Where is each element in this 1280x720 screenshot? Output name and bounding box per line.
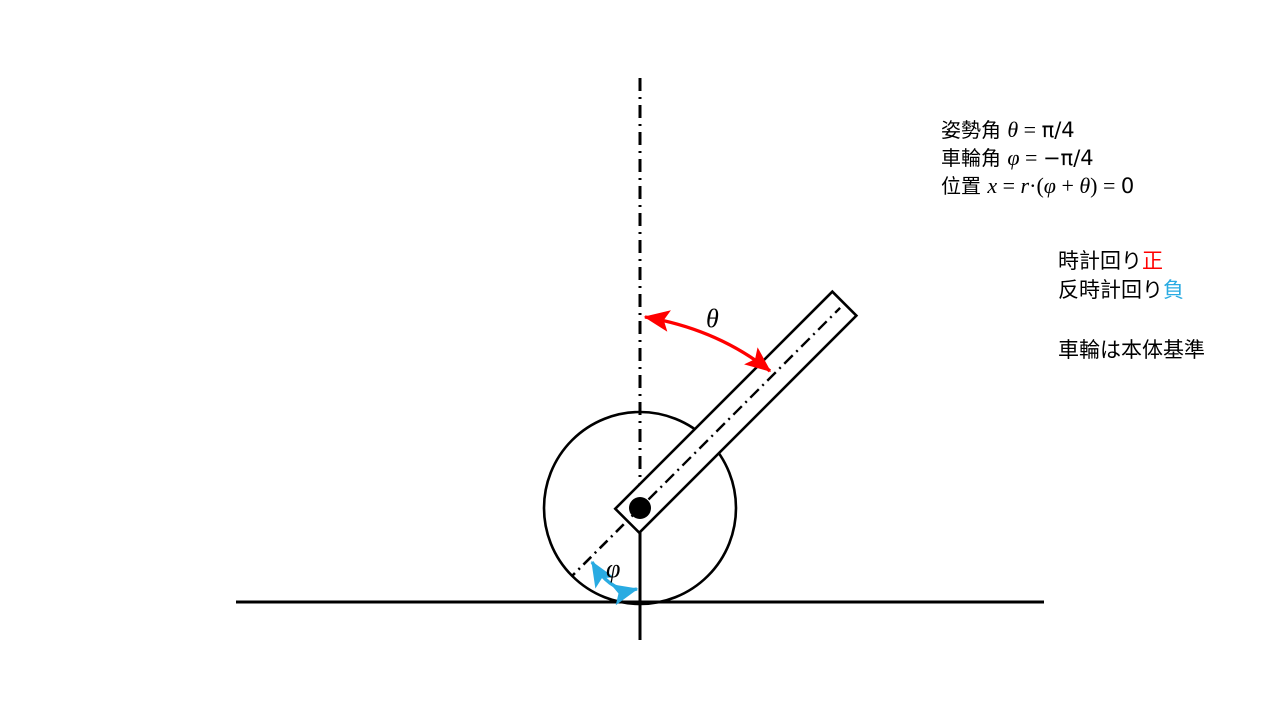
phi-angle-arc-arrow: [590, 560, 639, 606]
theta-angle-arc-arrow: [643, 310, 772, 373]
phi-label: φ: [606, 554, 620, 583]
wheel-hub-dot: [629, 497, 651, 519]
theta-label: θ: [706, 304, 719, 333]
wheel-circle: [542, 410, 738, 606]
body-centerline-dashdot: [630, 307, 841, 518]
body-group: [613, 289, 859, 535]
